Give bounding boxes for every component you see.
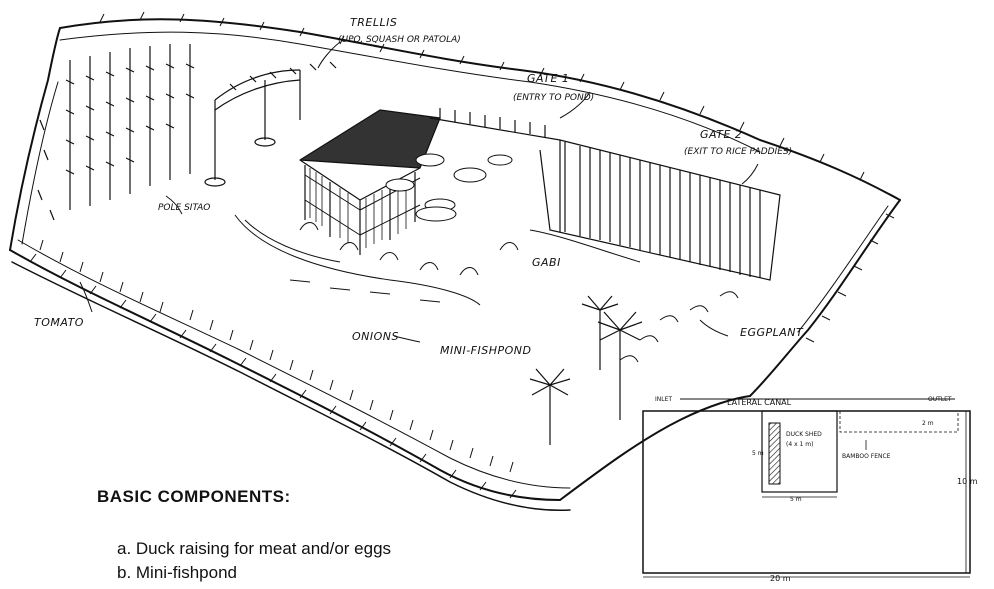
pole-sitao-label: POLE SITAO [158, 203, 210, 213]
onion-tomato-rows [39, 239, 514, 473]
tomato-label: TOMATO [34, 316, 84, 329]
bamboo-fence [429, 108, 781, 281]
plan-view: LATERAL CANAL INLET OUTLET DUCK SHED (4 … [642, 396, 978, 583]
dim-5m-bottom: 5 m [790, 496, 802, 503]
eggplant-label: EGGPLANT [740, 326, 804, 339]
duck-shed-block [768, 422, 781, 485]
gate1-note: (ENTRY TO POND) [513, 93, 594, 103]
component-item: a. Duck raising for meat and/or eggs [117, 539, 392, 558]
pond [234, 214, 641, 306]
palm-trees [529, 295, 643, 445]
fence-label: BAMBOO FENCE [842, 453, 891, 460]
shed-size-label: (4 x 1 m) [786, 441, 813, 448]
component-item: b. Mini-fishpond [117, 563, 238, 582]
trellis-label: TRELLIS [350, 16, 397, 29]
trellis-note: (UPO, SQUASH OR PATOLA) [338, 35, 461, 45]
farm-plot [9, 18, 901, 512]
mini-fishpond-label: MINI-FISHPOND [440, 344, 532, 357]
onions-label: ONIONS [352, 330, 399, 343]
trellis [204, 61, 337, 187]
gate1-label: GATE 1 [527, 72, 569, 85]
outlet-label: OUTLET [928, 396, 952, 403]
components-heading: BASIC COMPONENTS: [97, 487, 291, 506]
dim-20m: 20 m [770, 574, 791, 583]
inlet-label: INLET [655, 396, 672, 403]
eggplant-row [619, 291, 739, 363]
shed-label: DUCK SHED [786, 431, 822, 438]
lateral-canal-label: LATERAL CANAL [727, 398, 792, 407]
embankment-texture [29, 11, 895, 499]
duck-shed [299, 109, 441, 255]
leader-lines [79, 41, 759, 343]
dim-5m-side: 5 m [752, 450, 764, 457]
dim-10m: 10 m [957, 477, 978, 486]
gate2-label: GATE 2 [700, 128, 742, 141]
pond-enclosure [761, 410, 838, 493]
gabi-label: GABI [532, 256, 561, 269]
ducks [385, 153, 513, 222]
gabi-plants [299, 222, 519, 276]
gate2-note: (EXIT TO RICE PADDIES) [684, 147, 792, 157]
dim-2m: 2 m [922, 420, 934, 427]
components-list: a. Duck raising for meat and/or eggs b. … [117, 537, 391, 585]
run-outline [839, 410, 959, 433]
pole-sitao-rows [37, 44, 195, 221]
